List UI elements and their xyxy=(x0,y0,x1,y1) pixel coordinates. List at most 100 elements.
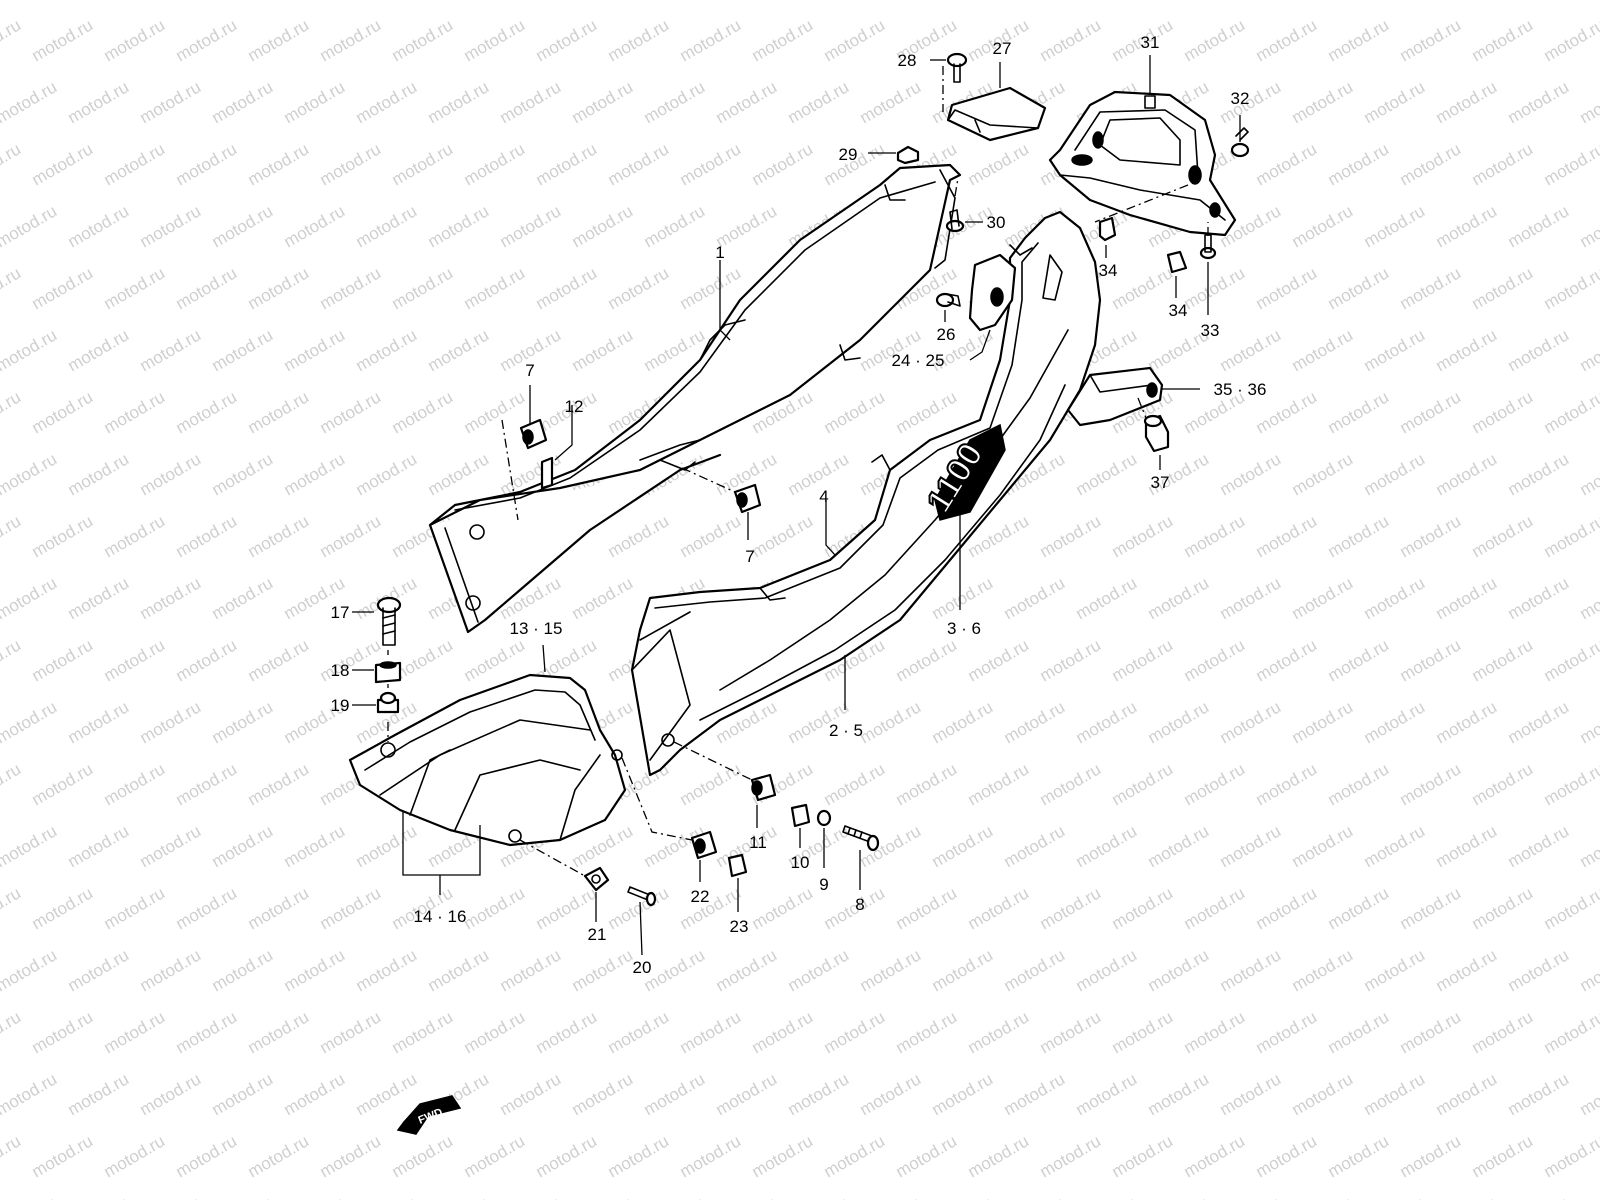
watermark-text: motod.ru xyxy=(857,697,925,747)
watermark-text: motod.ru xyxy=(425,1193,493,1200)
callout-33: 33 xyxy=(1201,321,1220,340)
watermark-text: motod.ru xyxy=(1397,263,1465,313)
watermark-text: motod.ru xyxy=(1433,77,1501,127)
watermark-text: motod.ru xyxy=(821,1131,889,1181)
watermark-text: motod.ru xyxy=(1325,635,1393,685)
watermark-text: motod.ru xyxy=(209,1193,277,1200)
watermark-text: motod.ru xyxy=(1145,573,1213,623)
watermark-text: motod.ru xyxy=(173,1007,241,1057)
watermark-text: motod.ru xyxy=(1181,635,1249,685)
callout-2-5: 2 · 5 xyxy=(829,721,863,740)
watermark-text: motod.ru xyxy=(929,945,997,995)
callout-35-36: 35 · 36 xyxy=(1214,380,1267,399)
watermark-text: motod.ru xyxy=(569,201,637,251)
watermark-text: motod.ru xyxy=(281,77,349,127)
callout-3-6: 3 · 6 xyxy=(947,619,981,638)
watermark-text: motod.ru xyxy=(245,1007,313,1057)
watermark-text: motod.ru xyxy=(389,263,457,313)
watermark-text: motod.ru xyxy=(1253,15,1321,65)
watermark-text: motod.ru xyxy=(425,77,493,127)
watermark-text: motod.ru xyxy=(1145,0,1213,3)
watermark-text: motod.ru xyxy=(1289,325,1357,375)
watermark-text: motod.ru xyxy=(173,15,241,65)
watermark-text: motod.ru xyxy=(209,697,277,747)
nut-21 xyxy=(583,866,610,892)
callout-9: 9 xyxy=(819,875,828,894)
callout-30: 30 xyxy=(987,213,1006,232)
watermark-text: motod.ru xyxy=(713,1069,781,1119)
screw-33 xyxy=(1199,234,1217,260)
watermark-text: motod.ru xyxy=(1433,945,1501,995)
watermark-text: motod.ru xyxy=(101,1007,169,1057)
watermark-text: motod.ru xyxy=(0,883,24,933)
watermark-text: motod.ru xyxy=(1433,1069,1501,1119)
frame-cover-outer xyxy=(630,210,1102,777)
watermark-text: motod.ru xyxy=(1397,139,1465,189)
watermark-text: motod.ru xyxy=(101,635,169,685)
watermark-text: motod.ru xyxy=(641,1069,709,1119)
watermark-text: motod.ru xyxy=(29,263,97,313)
watermark-text: motod.ru xyxy=(1037,759,1105,809)
watermark-text: motod.ru xyxy=(1361,945,1429,995)
watermark-text: motod.ru xyxy=(1505,1193,1573,1200)
watermark-text: motod.ru xyxy=(1325,387,1393,437)
watermark-text: motod.ru xyxy=(1289,821,1357,871)
watermark-text: motod.ru xyxy=(497,0,565,3)
watermark-text: motod.ru xyxy=(677,1007,745,1057)
watermark-text: motod.ru xyxy=(569,573,637,623)
watermark-text: motod.ru xyxy=(137,1193,205,1200)
callout-27: 27 xyxy=(993,39,1012,58)
watermark-text: motod.ru xyxy=(749,1007,817,1057)
watermark-text: motod.ru xyxy=(1361,1193,1429,1200)
watermark-text: motod.ru xyxy=(929,0,997,3)
watermark-text: motod.ru xyxy=(1037,635,1105,685)
watermark-text: motod.ru xyxy=(533,15,601,65)
collar-10 xyxy=(790,803,811,828)
watermark-text: motod.ru xyxy=(1037,511,1105,561)
watermark-text: motod.ru xyxy=(461,263,529,313)
watermark-text: motod.ru xyxy=(0,635,24,685)
watermark-text: motod.ru xyxy=(137,0,205,3)
watermark-text: motod.ru xyxy=(1505,449,1573,499)
side-cover-lower xyxy=(348,673,627,847)
watermark-text: motod.ru xyxy=(65,573,133,623)
collar-23 xyxy=(727,853,748,878)
strip-12 xyxy=(540,456,554,490)
watermark-text: motod.ru xyxy=(1361,697,1429,747)
watermark-text: motod.ru xyxy=(353,201,421,251)
watermark-text: motod.ru xyxy=(209,821,277,871)
watermark-text: motod.ru xyxy=(1289,449,1357,499)
watermark-text: motod.ru xyxy=(65,325,133,375)
watermark-text: motod.ru xyxy=(209,573,277,623)
watermark-text: motod.ru xyxy=(1541,635,1600,685)
callout-14-16: 14 · 16 xyxy=(414,907,467,926)
watermark-text: motod.ru xyxy=(101,1131,169,1181)
watermark-text: motod.ru xyxy=(1109,635,1177,685)
watermark-text: motod.ru xyxy=(497,945,565,995)
watermark-text: motod.ru xyxy=(281,449,349,499)
watermark-text: motod.ru xyxy=(677,511,745,561)
watermark-text: motod.ru xyxy=(1541,511,1600,561)
watermark-text: motod.ru xyxy=(929,573,997,623)
watermark-text: motod.ru xyxy=(1217,573,1285,623)
watermark-text: motod.ru xyxy=(317,139,385,189)
watermark-text: motod.ru xyxy=(497,1069,565,1119)
watermark-text: motod.ru xyxy=(0,139,24,189)
watermark-text: motod.ru xyxy=(29,511,97,561)
watermark-text: motod.ru xyxy=(461,139,529,189)
callout-labels: 1 2 · 5 3 · 6 4 7 7 8 9 10 11 12 13 · 15… xyxy=(331,33,1267,977)
watermark-text: motod.ru xyxy=(425,201,493,251)
watermark-text: motod.ru xyxy=(605,139,673,189)
watermark-text: motod.ru xyxy=(1505,697,1573,747)
callout-37: 37 xyxy=(1151,473,1170,492)
watermark-text: motod.ru xyxy=(785,0,853,3)
watermark-text: motod.ru xyxy=(1217,0,1285,3)
watermark-text: motod.ru xyxy=(1397,15,1465,65)
watermark-text: motod.ru xyxy=(893,1007,961,1057)
watermark-text: motod.ru xyxy=(605,263,673,313)
watermark-text: motod.ru xyxy=(1037,1131,1105,1181)
watermark-text: motod.ru xyxy=(1253,263,1321,313)
watermark-text: motod.ru xyxy=(173,883,241,933)
watermark-text: motod.ru xyxy=(389,1131,457,1181)
watermark-text: motod.ru xyxy=(1001,1069,1069,1119)
